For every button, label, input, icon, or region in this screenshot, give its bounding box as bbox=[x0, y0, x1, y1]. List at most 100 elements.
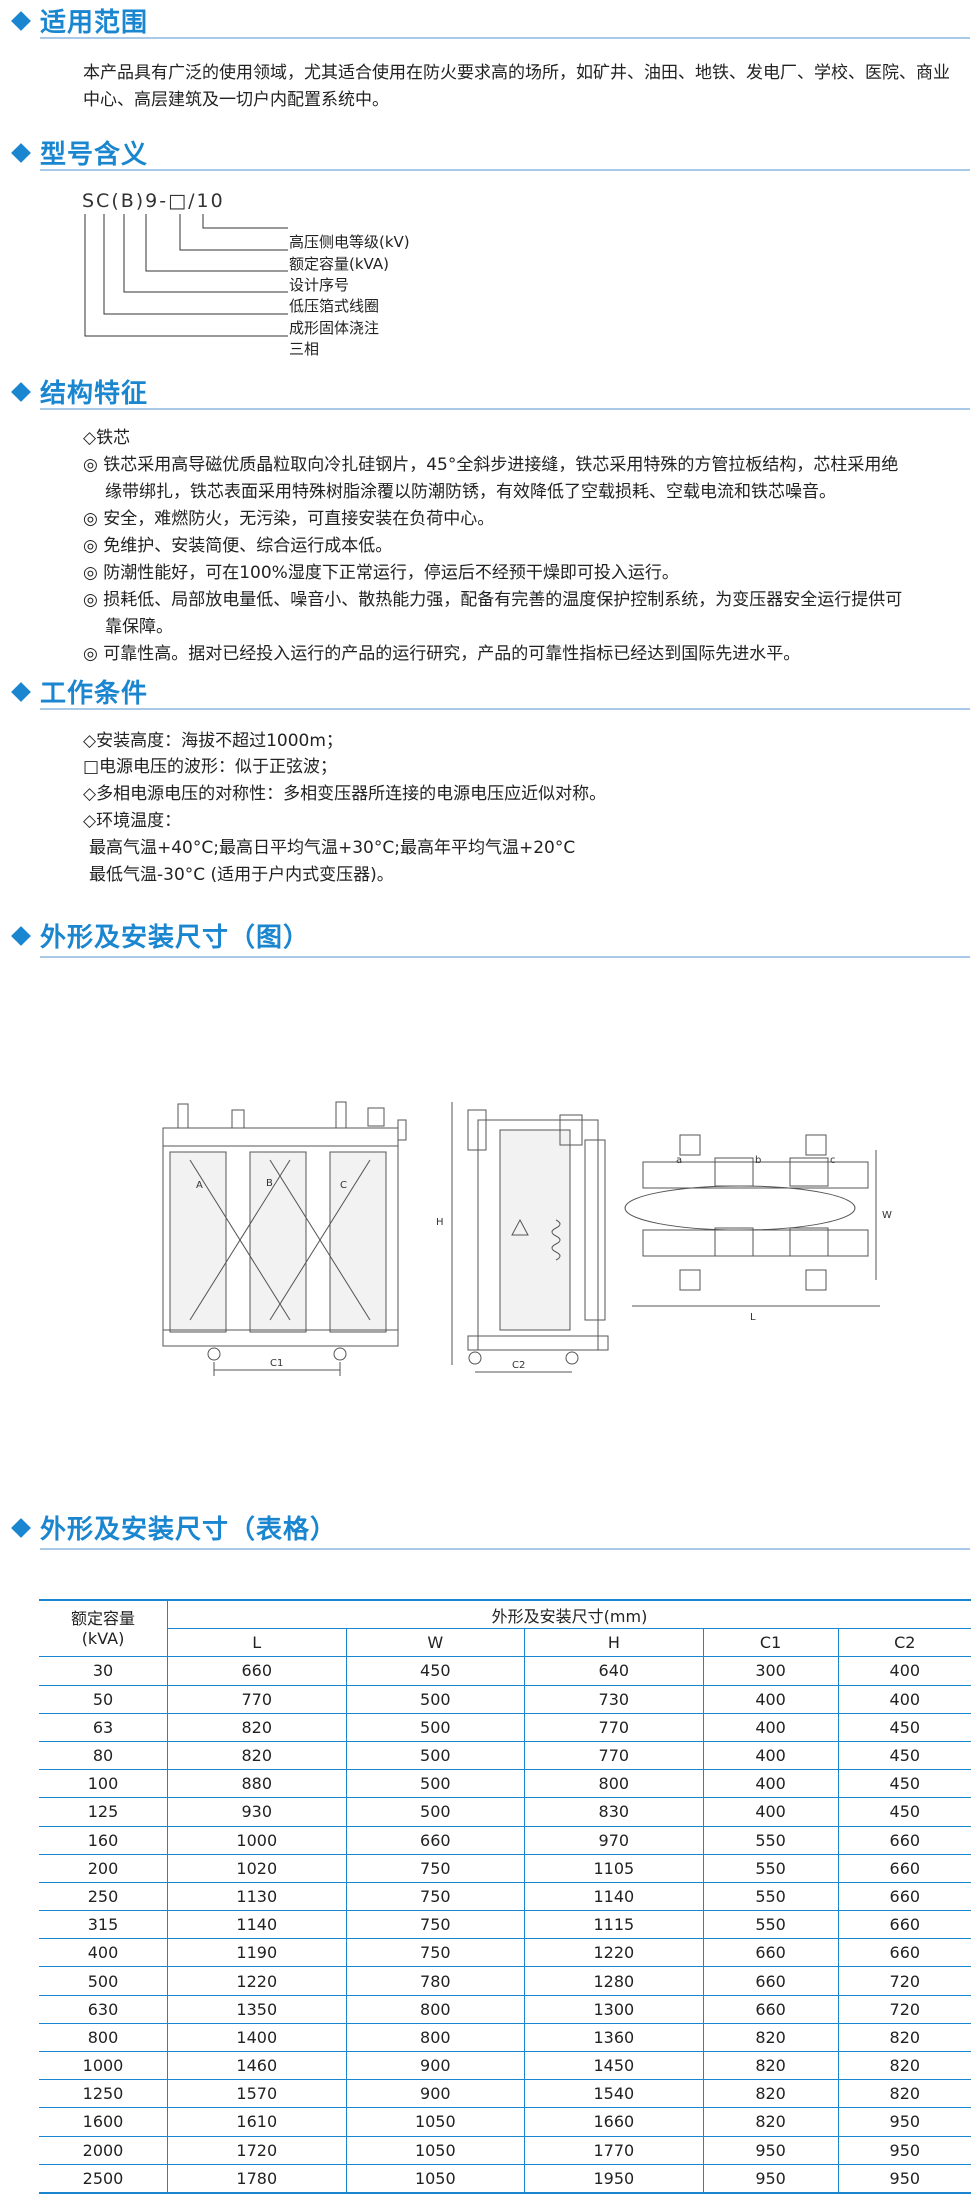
cell-dimension: 720 bbox=[837, 1995, 971, 2024]
cell-dimension: 720 bbox=[837, 1966, 971, 1996]
cell-dimension: 750 bbox=[345, 1938, 525, 1968]
cell-dimension: 950 bbox=[837, 2136, 971, 2165]
cell-capacity: 400 bbox=[39, 1938, 168, 1968]
core-heading: ◇铁芯 bbox=[83, 428, 131, 448]
cell-dimension: 660 bbox=[837, 1938, 971, 1968]
top-view-drawing bbox=[624, 1134, 880, 1307]
cell-dimension: 1450 bbox=[524, 2051, 704, 2081]
cell-dimension: 820 bbox=[837, 2051, 971, 2081]
cell-dimension: 830 bbox=[524, 1797, 704, 1827]
legend-item: 三相 bbox=[289, 340, 320, 358]
cell-dimension: 1280 bbox=[524, 1966, 704, 1996]
header-rated-capacity: 额定容量 (kVA) bbox=[39, 1599, 168, 1658]
cell-dimension: 820 bbox=[702, 2051, 839, 2081]
feature-item: ◎ 可靠性高。据对已经投入运行的产品的运行研究，产品的可靠性指标已经达到国际先进… bbox=[83, 644, 801, 664]
divider bbox=[40, 1548, 970, 1550]
diamond-bullet-icon bbox=[11, 681, 31, 702]
diamond-bullet-icon bbox=[11, 10, 31, 31]
cell-dimension: 450 bbox=[837, 1797, 971, 1827]
cell-dimension: 770 bbox=[167, 1685, 347, 1714]
cell-dimension: 1780 bbox=[167, 2164, 347, 2194]
cell-capacity: 30 bbox=[39, 1656, 168, 1686]
section-header-structure: 结构特征 bbox=[10, 373, 148, 410]
legend-item: 成形固体浇注 bbox=[289, 319, 380, 337]
cell-dimension: 1610 bbox=[167, 2107, 347, 2137]
cell-dimension: 400 bbox=[702, 1713, 839, 1742]
section-header-model: 型号含义 bbox=[10, 134, 148, 171]
section-header-scope: 适用范围 bbox=[10, 2, 148, 39]
section-header-table: 外形及安装尺寸（表格） bbox=[10, 1509, 337, 1546]
section-title: 外形及安装尺寸（图） bbox=[40, 923, 311, 953]
cell-dimension: 820 bbox=[702, 2107, 839, 2137]
cell-capacity: 100 bbox=[39, 1769, 168, 1799]
cell-dimension: 500 bbox=[345, 1769, 525, 1799]
cell-dimension: 820 bbox=[702, 2079, 839, 2109]
cell-dimension: 660 bbox=[702, 1995, 839, 2024]
feature-item: ◎ 损耗低、局部放电量低、噪音小、散热能力强，配备有完善的温度保护控制系统，为变… bbox=[83, 590, 903, 610]
cell-dimension: 1220 bbox=[524, 1938, 704, 1968]
cell-capacity: 200 bbox=[39, 1854, 168, 1883]
cell-capacity: 1000 bbox=[39, 2051, 168, 2081]
cell-dimension: 500 bbox=[345, 1713, 525, 1742]
cell-dimension: 550 bbox=[702, 1910, 839, 1940]
dim-label-c1: C1 bbox=[270, 1358, 283, 1369]
section-header-drawing: 外形及安装尺寸（图） bbox=[10, 917, 310, 954]
cell-dimension: 730 bbox=[524, 1685, 704, 1714]
diamond-bullet-icon bbox=[11, 1517, 31, 1538]
divider bbox=[40, 37, 970, 39]
column-header: H bbox=[524, 1628, 704, 1658]
divider bbox=[40, 956, 970, 958]
divider bbox=[40, 408, 970, 410]
cell-capacity: 500 bbox=[39, 1966, 168, 1996]
cell-dimension: 1350 bbox=[167, 1995, 347, 2024]
cell-dimension: 660 bbox=[837, 1910, 971, 1940]
feature-item-continued: 靠保障。 bbox=[105, 617, 173, 637]
model-code: SC(B)9-□/10 bbox=[82, 190, 225, 212]
cell-dimension: 880 bbox=[167, 1769, 347, 1799]
cell-dimension: 1220 bbox=[167, 1966, 347, 1996]
cell-capacity: 315 bbox=[39, 1910, 168, 1940]
cell-dimension: 400 bbox=[702, 1797, 839, 1827]
cell-dimension: 640 bbox=[524, 1656, 704, 1686]
cell-dimension: 1050 bbox=[345, 2136, 525, 2165]
section-title: 型号含义 bbox=[40, 140, 149, 170]
cell-dimension: 1140 bbox=[167, 1910, 347, 1940]
cell-dimension: 1105 bbox=[524, 1854, 704, 1883]
cell-dimension: 1570 bbox=[167, 2079, 347, 2109]
legend-item: 高压侧电等级(kV) bbox=[289, 233, 410, 251]
cell-dimension: 750 bbox=[345, 1882, 525, 1912]
column-header: C2 bbox=[837, 1628, 971, 1658]
cell-dimension: 660 bbox=[837, 1882, 971, 1912]
front-view-drawing bbox=[162, 1101, 407, 1376]
section-title: 外形及安装尺寸（表格） bbox=[40, 1515, 338, 1545]
cell-dimension: 950 bbox=[837, 2164, 971, 2194]
cell-dimension: 750 bbox=[345, 1910, 525, 1940]
cell-dimension: 800 bbox=[524, 1769, 704, 1799]
cell-capacity: 125 bbox=[39, 1797, 168, 1827]
cell-capacity: 630 bbox=[39, 1995, 168, 2024]
cell-dimension: 1115 bbox=[524, 1910, 704, 1940]
cell-dimension: 1950 bbox=[524, 2164, 704, 2194]
cell-dimension: 1770 bbox=[524, 2136, 704, 2165]
cell-dimension: 450 bbox=[837, 1741, 971, 1771]
cell-dimension: 780 bbox=[345, 1966, 525, 1996]
condition-item: ◇环境温度： bbox=[83, 811, 182, 831]
cell-dimension: 930 bbox=[167, 1797, 347, 1827]
column-header: L bbox=[167, 1628, 347, 1658]
cell-capacity: 2000 bbox=[39, 2136, 168, 2165]
cell-dimension: 1400 bbox=[167, 2023, 347, 2053]
cell-dimension: 1020 bbox=[167, 1854, 347, 1883]
